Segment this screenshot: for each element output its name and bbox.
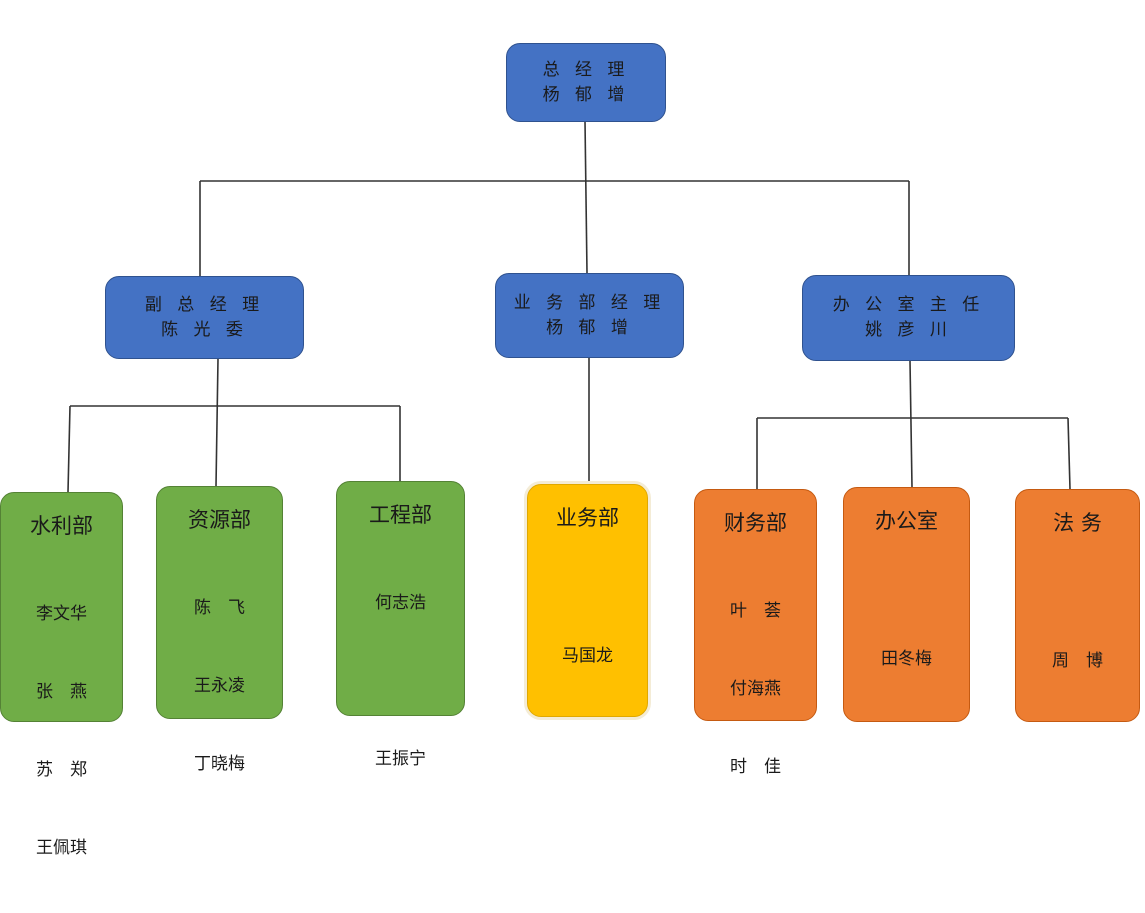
dept-business: 业务部 马国龙: [527, 484, 648, 717]
connector-line: [909, 360, 913, 488]
office-director-box: 办 公 室 主 任 姚 彦 川: [802, 275, 1015, 361]
dept-title: 业务部: [556, 506, 619, 530]
member-name: 马国龙: [562, 646, 613, 666]
member-name: 苏 郑: [36, 760, 87, 780]
member-name: [375, 668, 426, 694]
deputy-general-manager-box: 副 总 经 理 陈 光 委: [105, 276, 304, 359]
node-title: 业 务 部 经 理: [513, 292, 666, 313]
dept-water-conservancy: 水利部 李文华 张 燕 苏 郑 王佩琪: [0, 492, 123, 858]
dept-legal: 法 务 周 博: [1015, 489, 1140, 722]
connector-line: [584, 120, 588, 274]
dept-engineering: 工程部 何志浩 王振宁: [336, 481, 465, 769]
member-list: 周 博: [1052, 596, 1103, 726]
member-name: 王振宁: [375, 749, 426, 769]
dept-title: 资源部: [188, 508, 251, 532]
connector-line: [1067, 417, 1071, 490]
member-name: 王永凌: [194, 676, 245, 696]
node-title: 副 总 经 理: [144, 294, 265, 315]
member-name: 李文华: [36, 604, 87, 624]
node-title: 办 公 室 主 任: [832, 295, 985, 315]
member-name: 何志浩: [375, 593, 426, 613]
member-list: 田冬梅: [881, 594, 932, 724]
member-name: 周 博: [1052, 651, 1103, 671]
node-name: 杨 郁 增: [546, 317, 633, 338]
connector-line: [67, 405, 71, 493]
member-name: 叶 荟: [730, 601, 781, 621]
member-list: 叶 荟 付海燕 时 佳: [730, 546, 781, 832]
member-name: 陈 飞: [194, 598, 245, 618]
member-name: 付海燕: [730, 679, 781, 699]
node-title: 总 经 理: [542, 59, 630, 80]
member-name: 田冬梅: [881, 649, 932, 669]
member-name: 丁晓梅: [194, 754, 245, 774]
dept-resources: 资源部 陈 飞 王永凌 丁晓梅: [156, 486, 283, 774]
node-name: 姚 彦 川: [865, 320, 952, 340]
general-manager-box: 总 经 理 杨 郁 增: [506, 43, 666, 122]
node-name: 杨 郁 增: [542, 84, 630, 105]
member-list: 何志浩 王振宁: [375, 538, 426, 824]
member-list: 马国龙: [562, 591, 613, 721]
dept-title: 工程部: [369, 503, 432, 527]
node-name: 陈 光 委: [161, 319, 248, 340]
dept-title: 法 务: [1053, 511, 1102, 535]
dept-finance: 财务部 叶 荟 付海燕 时 佳: [694, 489, 817, 777]
member-list: 李文华 张 燕 苏 郑 王佩琪: [36, 549, 87, 913]
dept-title: 财务部: [724, 511, 787, 535]
connector-lines: [67, 120, 1071, 493]
dept-title: 办公室: [875, 509, 938, 533]
member-name: 时 佳: [730, 757, 781, 777]
member-name: 王佩琪: [36, 838, 87, 858]
business-manager-box: 业 务 部 经 理 杨 郁 增: [495, 273, 684, 358]
dept-office: 办公室 田冬梅: [843, 487, 970, 722]
member-list: 陈 飞 王永凌 丁晓梅: [194, 543, 245, 829]
member-name: 张 燕: [36, 682, 87, 702]
connector-line: [215, 358, 219, 487]
dept-title: 水利部: [30, 514, 93, 538]
